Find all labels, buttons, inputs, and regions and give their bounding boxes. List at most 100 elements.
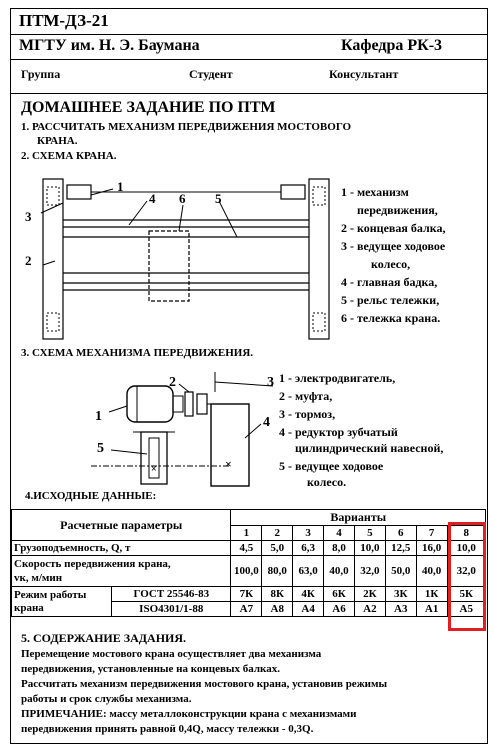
variant-number: 6 bbox=[384, 525, 417, 541]
crane-legend-line: 6 - тележка крана. bbox=[341, 311, 441, 325]
crane-scheme-diagram: 1 2 3 4 6 5 bbox=[25, 178, 330, 340]
crane-trolley bbox=[148, 230, 190, 302]
mech-legend-line: цилиндрический навесной, bbox=[295, 441, 444, 455]
table-cell: А8 bbox=[261, 601, 294, 617]
initial-data-table: Расчетные параметры Варианты 1 2 3 4 5 6… bbox=[10, 509, 487, 617]
mech-label-1: 1 bbox=[95, 409, 102, 424]
row-label: Скорость передвижения крана, vк, м/мин bbox=[10, 555, 232, 587]
table-cell: 6,3 bbox=[292, 540, 325, 556]
table-cell: 8,0 bbox=[323, 540, 355, 556]
table-row: ISO4301/1-88 А7 А8 А4 А6 А2 А3 А1 А5 bbox=[12, 601, 487, 617]
mech-legend-line: 3 - тормоз, bbox=[279, 407, 336, 421]
variant-number: 1 bbox=[230, 525, 263, 541]
row-label-line: Скорость передвижения крана, bbox=[14, 558, 171, 570]
table-cell: 10,0 bbox=[446, 540, 487, 556]
svg-text:×: × bbox=[225, 457, 232, 471]
university-name: МГТУ им. Н. Э. Баумана bbox=[19, 37, 200, 54]
variant-number: 4 bbox=[323, 525, 355, 541]
drive-mechanism-left bbox=[66, 184, 92, 200]
mode-label-line: крана bbox=[14, 601, 44, 614]
right-end-beam bbox=[308, 178, 330, 340]
document-code: ПТМ-ДЗ-21 bbox=[19, 11, 109, 30]
mech-label-2: 2 bbox=[169, 375, 176, 390]
table-cell: 50,0 bbox=[384, 555, 417, 587]
mech-label-3: 3 bbox=[267, 375, 274, 390]
table-cell: 4К bbox=[292, 586, 325, 602]
crane-legend-line: 2 - концевая балка, bbox=[341, 221, 446, 235]
electric-motor bbox=[126, 385, 174, 423]
section-5-note: ПРИМЕЧАНИЕ: массу металлоконструкции кра… bbox=[21, 708, 357, 720]
table-cell: 40,0 bbox=[415, 555, 448, 587]
department-name: Кафедра РК-3 bbox=[341, 37, 443, 54]
table-cell: А3 bbox=[384, 601, 417, 617]
crane-legend-line: 5 - рельс тележки, bbox=[341, 293, 440, 307]
mech-legend-line: колесо. bbox=[307, 475, 347, 489]
task-3-title: 3. СХЕМА МЕХАНИЗМА ПЕРЕДВИЖЕНИЯ. bbox=[21, 347, 254, 359]
mode-label-line: Режим работы bbox=[14, 588, 87, 601]
variants-header: Варианты bbox=[230, 509, 486, 526]
table-cell: 8К bbox=[261, 586, 294, 602]
crane-label-3: 3 bbox=[25, 209, 32, 224]
table-cell: 4,5 bbox=[230, 540, 263, 556]
mech-label-4: 4 bbox=[263, 415, 270, 430]
gear-reducer bbox=[210, 403, 250, 487]
consultant-label: Консультант bbox=[329, 67, 399, 81]
section-5-line: Рассчитать механизм передвижения мостово… bbox=[21, 678, 388, 690]
mech-label-5: 5 bbox=[97, 441, 104, 456]
wheel-bottom-right bbox=[312, 312, 326, 332]
variant-number: 5 bbox=[353, 525, 386, 541]
section-5-line: Перемещение мостового крана осуществляет… bbox=[21, 648, 322, 660]
table-cell: 1К bbox=[415, 586, 448, 602]
crane-label-5: 5 bbox=[215, 191, 222, 206]
page-title: ДОМАШНЕЕ ЗАДАНИЕ ПО ПТМ bbox=[21, 99, 276, 116]
table-cell: 12,5 bbox=[384, 540, 417, 556]
table-cell: А4 bbox=[292, 601, 325, 617]
group-label: Группа bbox=[21, 67, 61, 81]
crane-legend-line: передвижения, bbox=[357, 203, 438, 217]
drive-wheel bbox=[140, 431, 168, 485]
student-label: Студент bbox=[189, 67, 233, 81]
divider bbox=[11, 34, 487, 35]
crane-legend-line: колесо, bbox=[371, 257, 411, 271]
variant-number: 7 bbox=[415, 525, 448, 541]
table-cell: А7 bbox=[230, 601, 263, 617]
crane-label-1: 1 bbox=[117, 179, 124, 194]
crane-legend-line: 1 - механизм bbox=[341, 185, 409, 199]
mech-legend-line: 4 - редуктор зубчатый bbox=[279, 425, 398, 439]
variant-number: 3 bbox=[292, 525, 325, 541]
table-cell: А1 bbox=[415, 601, 448, 617]
table-cell: 100,0 bbox=[230, 555, 263, 587]
divider bbox=[11, 59, 487, 60]
assignment-sheet: ПТМ-ДЗ-21 МГТУ им. Н. Э. Баумана Кафедра… bbox=[10, 8, 488, 744]
row-label-line: vк, м/мин bbox=[14, 572, 63, 584]
section-5-note: передвижения принять равной 0,4Q, массу … bbox=[21, 723, 314, 735]
task-1-line-2: КРАНА. bbox=[37, 135, 78, 147]
svg-text:×: × bbox=[151, 464, 157, 475]
table-cell: 80,0 bbox=[261, 555, 294, 587]
table-cell: 3К bbox=[384, 586, 417, 602]
standard-name: ISO4301/1-88 bbox=[111, 601, 232, 617]
table-cell: 7К bbox=[230, 586, 263, 602]
params-header: Расчетные параметры bbox=[10, 509, 232, 541]
standard-name: ГОСТ 25546-83 bbox=[111, 586, 232, 602]
task-4-title: 4.ИСХОДНЫЕ ДАННЫЕ: bbox=[25, 490, 157, 502]
mode-label: Режим работы крана bbox=[10, 586, 113, 617]
table-cell: А6 bbox=[323, 601, 355, 617]
crane-label-6: 6 bbox=[179, 191, 186, 206]
table-cell: А2 bbox=[353, 601, 386, 617]
task-1-line-1: 1. РАССЧИТАТЬ МЕХАНИЗМ ПЕРЕДВИЖЕНИЯ МОСТ… bbox=[21, 121, 352, 133]
left-end-beam bbox=[42, 178, 64, 340]
table-cell: 6К bbox=[323, 586, 355, 602]
divider bbox=[11, 93, 487, 94]
variant-8-highlight bbox=[448, 522, 486, 631]
wheel-bottom-left bbox=[46, 312, 60, 332]
section-5-line: передвижения, установленные на концевых … bbox=[21, 663, 280, 675]
table-cell: 10,0 bbox=[353, 540, 386, 556]
mech-legend-line: 5 - ведущее ходовое bbox=[279, 459, 384, 473]
wheel-top-left bbox=[46, 186, 60, 206]
section-5-line: работы и срок службы механизма. bbox=[21, 693, 192, 705]
section-5-title: 5. СОДЕРЖАНИЕ ЗАДАНИЯ. bbox=[21, 631, 187, 645]
crane-legend-line: 4 - главная бадка, bbox=[341, 275, 438, 289]
table-cell: 40,0 bbox=[323, 555, 355, 587]
table-row: Грузоподъемность, Q, т 4,5 5,0 6,3 8,0 1… bbox=[10, 540, 487, 556]
